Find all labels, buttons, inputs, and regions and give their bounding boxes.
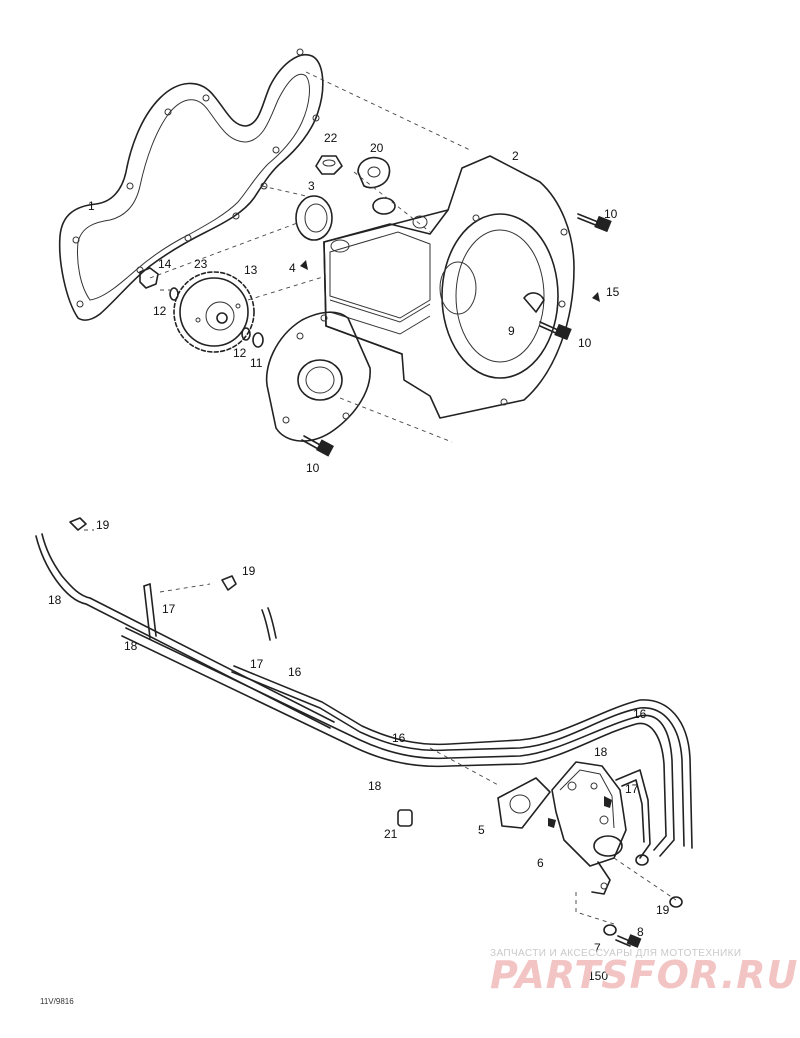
oil-seal xyxy=(295,195,333,241)
small-screw-15 xyxy=(592,292,600,302)
pump-dashed-lines xyxy=(84,529,677,925)
small-screw-4 xyxy=(300,260,308,270)
callout-7: 7 xyxy=(594,941,601,955)
clamp-19-bottom xyxy=(635,854,683,908)
assembly-lines-top xyxy=(149,71,471,443)
callout-17-top: 17 xyxy=(162,602,176,616)
bolt-10-mid xyxy=(539,321,572,341)
callout-21: 21 xyxy=(384,827,398,841)
washer-12a xyxy=(241,327,251,341)
callout-10-top: 10 xyxy=(604,207,618,221)
washer-11 xyxy=(252,332,264,348)
gasket xyxy=(58,48,324,321)
callout-18-lower: 18 xyxy=(368,779,382,793)
drive-gear xyxy=(173,271,255,353)
callout-16-mid: 16 xyxy=(392,731,406,745)
callout-22: 22 xyxy=(324,131,338,145)
bolt-10-bottom xyxy=(301,435,334,457)
nut-14 xyxy=(139,267,159,289)
callout-2: 2 xyxy=(512,149,519,163)
clamp-19-top xyxy=(69,517,87,531)
hose-18-long xyxy=(121,627,675,857)
cap-22 xyxy=(315,155,343,175)
clamp-19-mid xyxy=(221,575,237,591)
callout-19-bottom: 19 xyxy=(656,903,670,917)
hose-17-top xyxy=(143,583,157,639)
pump-gasket xyxy=(497,777,551,829)
crankcase-housing xyxy=(323,155,575,419)
callout-17-right: 17 xyxy=(625,782,639,796)
drawing-code: 11V/9816 xyxy=(40,997,74,1006)
callout-18-mid: 18 xyxy=(124,639,138,653)
callout-10-mid: 10 xyxy=(578,336,592,350)
callout-10-bottom: 10 xyxy=(306,461,320,475)
bolt-8 xyxy=(615,934,642,948)
callout-17-mid: 17 xyxy=(250,657,264,671)
oil-pump xyxy=(548,761,627,895)
end-cover-flange xyxy=(265,311,371,442)
callout-14: 14 xyxy=(158,257,172,271)
washer-7 xyxy=(603,924,617,936)
callout-labels: 1 2 3 4 5 6 7 8 9 10 10 10 11 12 12 13 1… xyxy=(48,131,670,983)
hose-18-left xyxy=(35,533,91,605)
hose-17-bottom xyxy=(615,769,651,859)
callout-13: 13 xyxy=(244,263,258,277)
bushing-21 xyxy=(397,809,413,827)
hose-18-mid xyxy=(85,597,335,729)
watermark: ЗАПЧАСТИ И АКСЕССУАРЫ ДЛЯ МОТОТЕХНИКИ PA… xyxy=(490,948,798,997)
callout-11: 11 xyxy=(250,356,263,370)
callout-16-right: 16 xyxy=(633,707,647,721)
callout-9: 9 xyxy=(508,324,515,338)
watermark-logo: PARTSFOR.RU xyxy=(490,953,798,997)
watermark-tagline: ЗАПЧАСТИ И АКСЕССУАРЫ ДЛЯ МОТОТЕХНИКИ xyxy=(490,948,741,959)
callout-18-left: 18 xyxy=(48,593,62,607)
bolt-10-top xyxy=(577,213,612,233)
callout-150: 150 xyxy=(588,969,608,983)
callout-19-mid: 19 xyxy=(242,564,256,578)
callout-18-right: 18 xyxy=(594,745,608,759)
hose-16-long xyxy=(231,665,693,849)
callout-4: 4 xyxy=(289,261,296,275)
callout-8: 8 xyxy=(637,925,644,939)
callout-5: 5 xyxy=(478,823,485,837)
callout-15: 15 xyxy=(606,285,620,299)
callout-19-top: 19 xyxy=(96,518,110,532)
hose-16-short xyxy=(261,607,277,641)
cap-20 xyxy=(357,156,391,189)
callout-6: 6 xyxy=(537,856,544,870)
callout-20: 20 xyxy=(370,141,384,155)
callout-16-short: 16 xyxy=(288,665,302,679)
callout-1: 1 xyxy=(88,199,95,213)
callout-12-right: 12 xyxy=(233,346,247,360)
callout-12-left: 12 xyxy=(153,304,167,318)
washer-23 xyxy=(169,287,179,301)
callout-3: 3 xyxy=(308,179,315,193)
callout-23: 23 xyxy=(194,257,208,271)
